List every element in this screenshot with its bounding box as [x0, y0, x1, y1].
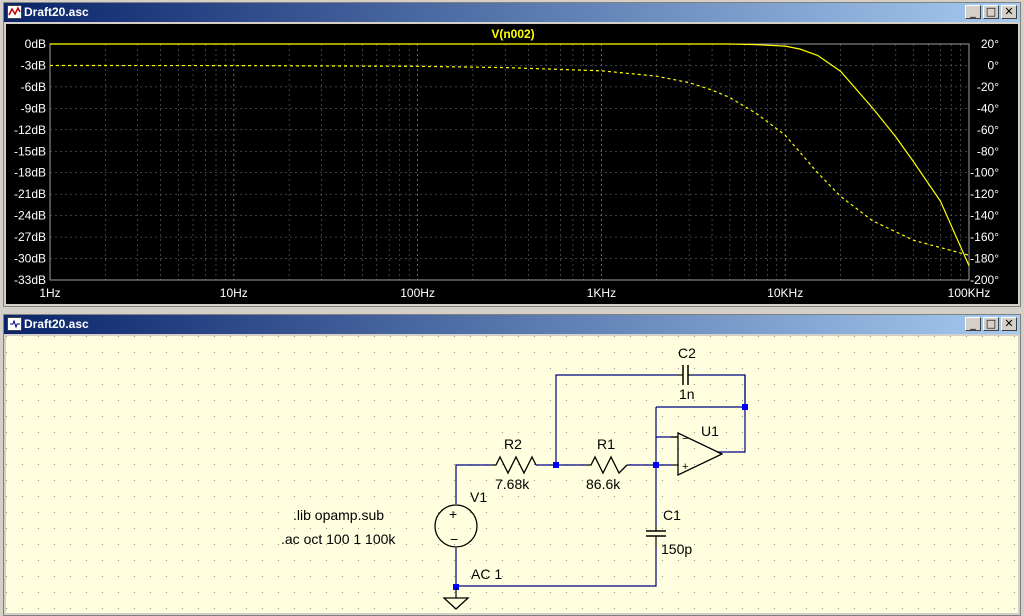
schematic-window-title: Draft20.asc	[24, 317, 89, 331]
x-tick-label: 10Hz	[220, 286, 248, 300]
x-tick-label: 1Hz	[39, 286, 60, 300]
y-tick-label: -6dB	[21, 80, 46, 94]
schematic-maximize-button[interactable]: □	[983, 317, 999, 331]
y2-tick-label: -40°	[977, 101, 999, 115]
y-tick-label: -18dB	[14, 166, 46, 180]
plot-window-title: Draft20.asc	[24, 5, 89, 19]
y2-tick-label: -140°	[970, 209, 999, 223]
y2-tick-label: -200°	[970, 273, 999, 287]
y-tick-label: -27dB	[14, 230, 46, 244]
ground-symbol[interactable]	[442, 588, 470, 610]
r1-name: R1	[597, 436, 615, 452]
y2-tick-label: -80°	[977, 144, 999, 158]
schematic-canvas[interactable]: C2 1n − + U1 R2 7.68k	[6, 336, 1016, 613]
y-tick-label: -33dB	[14, 273, 46, 287]
schematic-window-titlebar[interactable]: Draft20.asc _ □ ✕	[4, 315, 1020, 334]
magnitude-trace[interactable]	[50, 43, 970, 266]
opamp-plus-sign: +	[682, 461, 688, 473]
y-tick-label: -24dB	[14, 209, 46, 223]
waveform-app-icon	[7, 5, 22, 19]
c1-name: C1	[663, 507, 681, 523]
plot-window-titlebar[interactable]: Draft20.asc _ □ ✕	[4, 3, 1020, 22]
v1-plus-sign: +	[449, 506, 457, 522]
y2-tick-label: -20°	[977, 80, 999, 94]
schematic-minimize-button[interactable]: _	[965, 317, 981, 331]
plot-window: Draft20.asc _ □ ✕ 0dB -3dB -6dB -9dB -12dB -1…	[3, 2, 1021, 307]
trace-label[interactable]: V(n002)	[491, 27, 534, 41]
resistor-r2[interactable]: R2 7.68k	[492, 436, 537, 492]
voltage-source-v1[interactable]: + − V1 AC 1	[434, 489, 502, 582]
plot-close-button[interactable]: ✕	[1001, 5, 1017, 19]
y-tick-label: -12dB	[14, 123, 46, 137]
phase-trace[interactable]	[49, 64, 970, 256]
y2-tick-label: 0°	[988, 58, 1000, 72]
y-tick-label: -3dB	[21, 58, 46, 72]
schematic-close-button[interactable]: ✕	[1001, 317, 1017, 331]
v1-name: V1	[470, 489, 487, 505]
x-tick-label: 1KHz	[587, 286, 616, 300]
x-tick-label: 100Hz	[400, 286, 435, 300]
opamp-u1[interactable]: − + U1	[671, 423, 724, 477]
y2-tick-label: 20°	[981, 37, 999, 51]
directive-ac[interactable]: .ac oct 100 1 100k	[281, 531, 396, 547]
plot-minimize-button[interactable]: _	[965, 5, 981, 19]
y2-tick-label: -100°	[970, 166, 999, 180]
schematic-app-icon	[7, 317, 22, 331]
c2-name: C2	[678, 345, 696, 361]
r1-value: 86.6k	[586, 476, 621, 492]
y2-tick-label: -180°	[970, 252, 999, 266]
y2-tick-label: -60°	[977, 123, 999, 137]
y-tick-label: -9dB	[21, 101, 46, 115]
y2-tick-label: -160°	[970, 230, 999, 244]
r2-name: R2	[504, 436, 522, 452]
schematic-window: Draft20.asc _ □ ✕	[3, 314, 1021, 616]
bode-plot[interactable]: 0dB -3dB -6dB -9dB -12dB -15dB -18dB -21dB -24dB…	[6, 24, 1016, 304]
resistor-r1[interactable]: R1 86.6k	[586, 436, 628, 492]
wires[interactable]	[455, 374, 746, 588]
c2-value: 1n	[679, 386, 695, 402]
x-tick-label: 100KHz	[948, 286, 991, 300]
plot-maximize-button[interactable]: □	[983, 5, 999, 19]
y2-tick-label: -120°	[970, 187, 999, 201]
v1-minus-sign: −	[450, 531, 458, 547]
directive-lib[interactable]: .lib opamp.sub	[293, 507, 384, 523]
u1-name: U1	[701, 423, 719, 439]
opamp-minus-sign: −	[682, 433, 688, 445]
y-tick-label: -15dB	[14, 144, 46, 158]
schematic-pane[interactable]: C2 1n − + U1 R2 7.68k	[6, 336, 1018, 613]
c1-value: 150p	[661, 541, 692, 557]
capacitor-c1[interactable]: C1 150p	[646, 507, 692, 557]
y-tick-label: 0dB	[25, 37, 46, 51]
v1-value: AC 1	[471, 566, 502, 582]
plot-pane[interactable]: 0dB -3dB -6dB -9dB -12dB -15dB -18dB -21dB -24dB…	[6, 24, 1018, 304]
node-dots	[453, 404, 748, 590]
capacitor-c2[interactable]: C2 1n	[678, 345, 696, 402]
x-tick-label: 10KHz	[767, 286, 803, 300]
y-tick-label: -21dB	[14, 187, 46, 201]
y-tick-label: -30dB	[14, 252, 46, 266]
r2-value: 7.68k	[495, 476, 530, 492]
